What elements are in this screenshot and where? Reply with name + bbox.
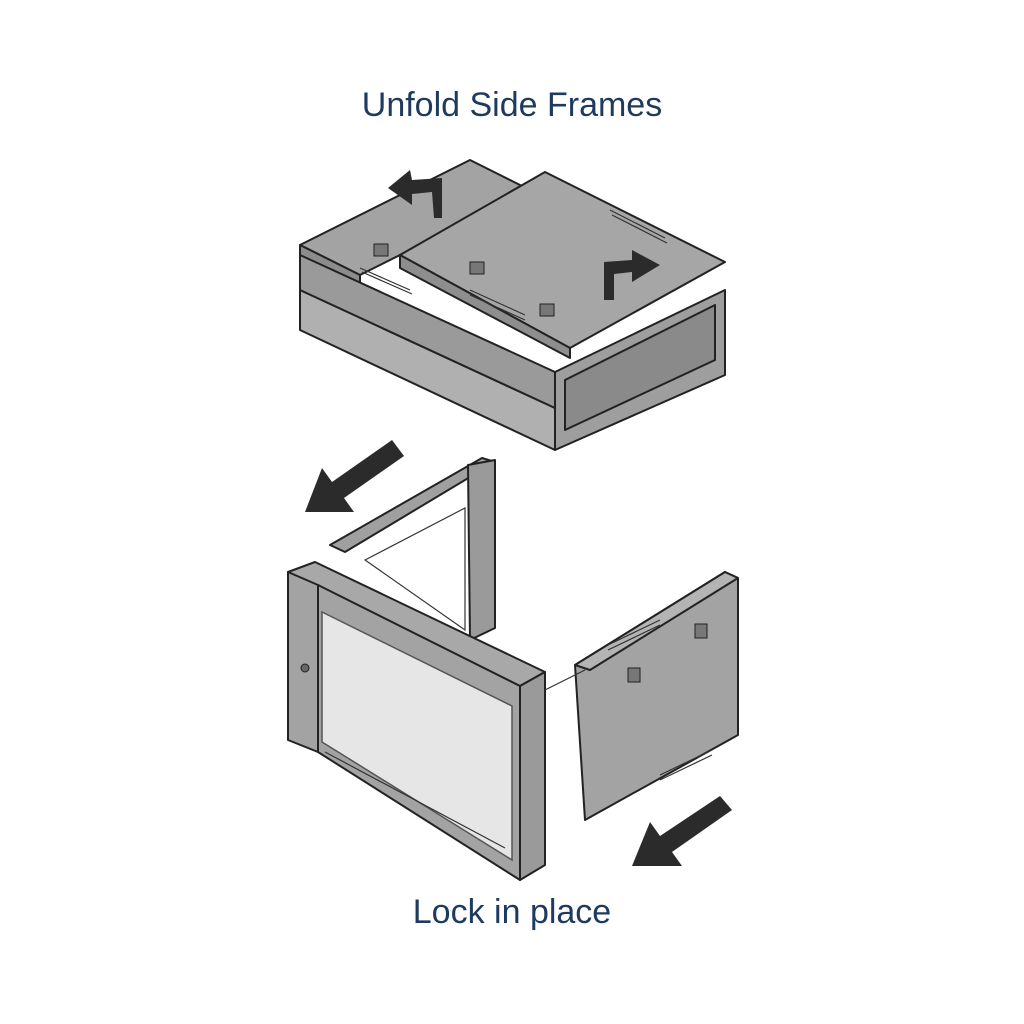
lock-hole xyxy=(539,303,555,317)
slide-left-arrow-icon xyxy=(305,440,404,512)
unfold-left-arrow-icon xyxy=(388,170,442,218)
unfolded-cabinet xyxy=(287,440,739,881)
lock-hole xyxy=(373,243,389,257)
lock-hole xyxy=(469,261,485,275)
unfold-right-arrow-icon xyxy=(604,250,660,300)
glass-door xyxy=(321,610,513,862)
door-lock xyxy=(300,663,310,673)
lock-arrow-icon xyxy=(632,796,732,866)
step-caption-lock: Lock in place xyxy=(412,893,612,931)
vent-slots xyxy=(359,209,668,321)
lock-hole xyxy=(694,623,708,639)
step-title-unfold: Unfold Side Frames xyxy=(361,86,663,124)
folded-cabinet xyxy=(299,159,726,451)
lock-hole xyxy=(627,667,641,683)
